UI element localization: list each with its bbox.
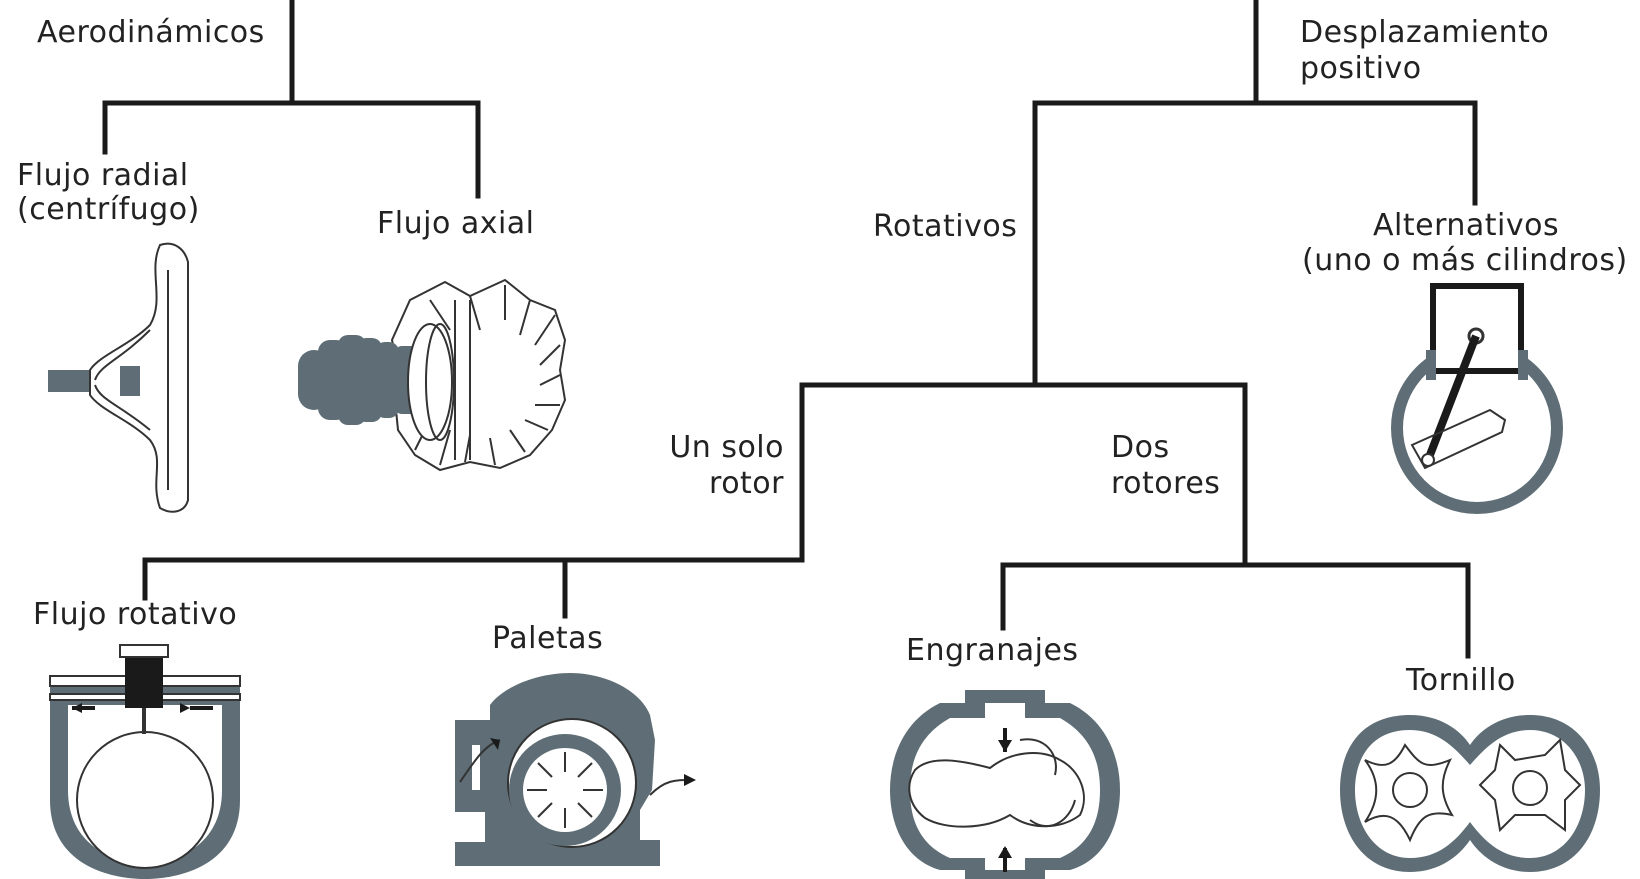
label-desplazamiento-line1: Desplazamiento — [1300, 15, 1549, 50]
vane-compressor-icon — [455, 673, 696, 866]
label-un-solo-rotor-line1: Un solo — [669, 430, 784, 465]
label-flujo-axial: Flujo axial — [377, 206, 535, 241]
label-flujo-rotativo: Flujo rotativo — [33, 597, 237, 632]
label-paletas: Paletas — [492, 621, 603, 656]
label-flujo-radial-line2: (centrífugo) — [17, 192, 200, 227]
label-flujo-radial-line1: Flujo radial — [17, 158, 189, 193]
label-aerodinamicos: Aerodinámicos — [37, 15, 265, 50]
label-dos-rotores-line1: Dos — [1111, 430, 1170, 465]
screw-compressor-icon — [1340, 715, 1600, 872]
label-un-solo-rotor-line2: rotor — [709, 466, 784, 501]
label-engranajes: Engranajes — [906, 633, 1079, 668]
label-desplazamiento-line2: positivo — [1300, 51, 1422, 86]
tree-connectors — [102, 0, 1478, 659]
centrifugal-impeller-icon — [48, 242, 189, 513]
label-rotativos: Rotativos — [873, 209, 1017, 244]
label-tornillo: Tornillo — [1405, 663, 1516, 698]
axial-compressor-icon — [298, 278, 567, 472]
liquid-ring-compressor-icon — [49, 644, 241, 879]
piston-cylinder-icon — [1391, 283, 1563, 514]
label-dos-rotores-line2: rotores — [1111, 466, 1220, 501]
lobe-compressor-icon — [890, 690, 1120, 879]
label-alternativos-line2: (uno o más cilindros) — [1302, 243, 1628, 278]
label-alternativos-line1: Alternativos — [1373, 208, 1559, 243]
labels: Aerodinámicos Desplazamiento positivo Fl… — [17, 15, 1628, 698]
